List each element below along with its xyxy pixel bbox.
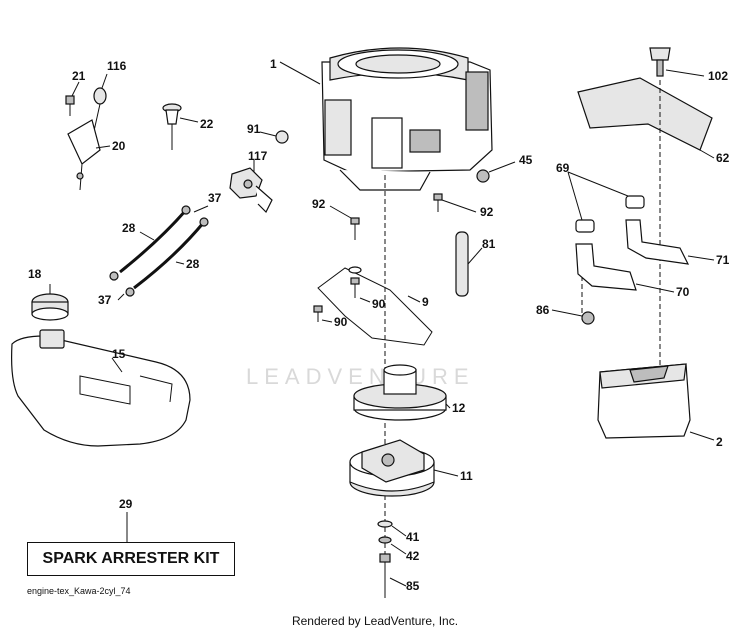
callout-81: 81: [482, 237, 496, 251]
callout-70: 70: [676, 285, 690, 299]
knob-102: [649, 47, 671, 77]
washer-42: [378, 536, 392, 544]
callout-28-lower: 28: [186, 257, 200, 271]
fuel-line-28-upper: [119, 209, 188, 274]
bolt-92-right: [433, 193, 443, 212]
callout-18: 18: [28, 267, 42, 281]
callout-69: 69: [556, 161, 570, 175]
fuel-cap-18: [31, 293, 69, 321]
nut-45: [476, 169, 490, 183]
callout-91: 91: [247, 122, 261, 136]
nut-91: [275, 130, 289, 144]
callout-42: 42: [406, 549, 420, 563]
callout-86: 86: [536, 303, 550, 317]
callout-29: 29: [119, 497, 133, 511]
exhaust-pipe-70: [575, 243, 637, 291]
muffler-2: [597, 363, 691, 439]
callout-41: 41: [406, 530, 420, 544]
callout-1: 1: [270, 57, 277, 71]
callout-90-upper: 90: [372, 297, 386, 311]
gasket-69: [575, 195, 645, 233]
diagram-filename: engine-tex_Kawa-2cyl_74: [27, 586, 131, 596]
callout-11: 11: [460, 469, 473, 483]
callout-28-upper: 28: [122, 221, 136, 235]
watermark: LEADVENTURE: [246, 364, 475, 389]
callout-116: 116: [107, 59, 127, 73]
callout-2: 2: [716, 435, 723, 449]
bracket-9: [317, 266, 433, 346]
fitting-22: [162, 103, 182, 150]
callout-21: 21: [72, 69, 86, 83]
callout-62: 62: [716, 151, 730, 165]
callout-71: 71: [716, 253, 730, 267]
control-bracket-20: [67, 119, 101, 191]
pulley-12: [353, 364, 447, 421]
fuel-tank-15: [11, 329, 191, 447]
callout-37-lower: 37: [98, 293, 112, 307]
valve-117: [229, 167, 273, 214]
callout-92-left: 92: [312, 197, 326, 211]
callout-12: 12: [452, 401, 466, 415]
callout-9: 9: [422, 295, 429, 309]
rendered-by-credit: Rendered by LeadVenture, Inc.: [291, 614, 459, 628]
clamp-37-upper: [181, 205, 209, 227]
callout-85: 85: [406, 579, 420, 593]
exhaust-pipe-71: [625, 219, 690, 265]
washer-41: [377, 520, 393, 528]
spark-arrester-kit-label: SPARK ARRESTER KIT: [42, 550, 220, 567]
spark-arrester-kit-box: SPARK ARRESTER KIT: [27, 542, 235, 576]
fuel-line-28-lower: [133, 221, 206, 290]
heat-shield-62: [577, 77, 713, 151]
clamp-37-lower: [109, 271, 135, 297]
callout-22: 22: [200, 117, 214, 131]
clutch-11: [349, 439, 435, 497]
nut-86: [581, 311, 595, 325]
bolt-90-lower: [313, 305, 323, 322]
bolt-92-left: [350, 217, 360, 240]
engine-part: [321, 47, 493, 191]
callout-37-upper: 37: [208, 191, 222, 205]
callout-45: 45: [519, 153, 533, 167]
callout-92-right: 92: [480, 205, 494, 219]
bolt-90-upper: [350, 277, 360, 298]
tube-81: [455, 231, 469, 297]
callout-102: 102: [708, 69, 728, 83]
callout-117: 117: [248, 149, 268, 163]
callout-20: 20: [112, 139, 126, 153]
callout-15: 15: [112, 347, 126, 361]
bolt-21: [65, 95, 75, 116]
bolt-85: [379, 553, 391, 598]
callout-90-lower: 90: [334, 315, 348, 329]
